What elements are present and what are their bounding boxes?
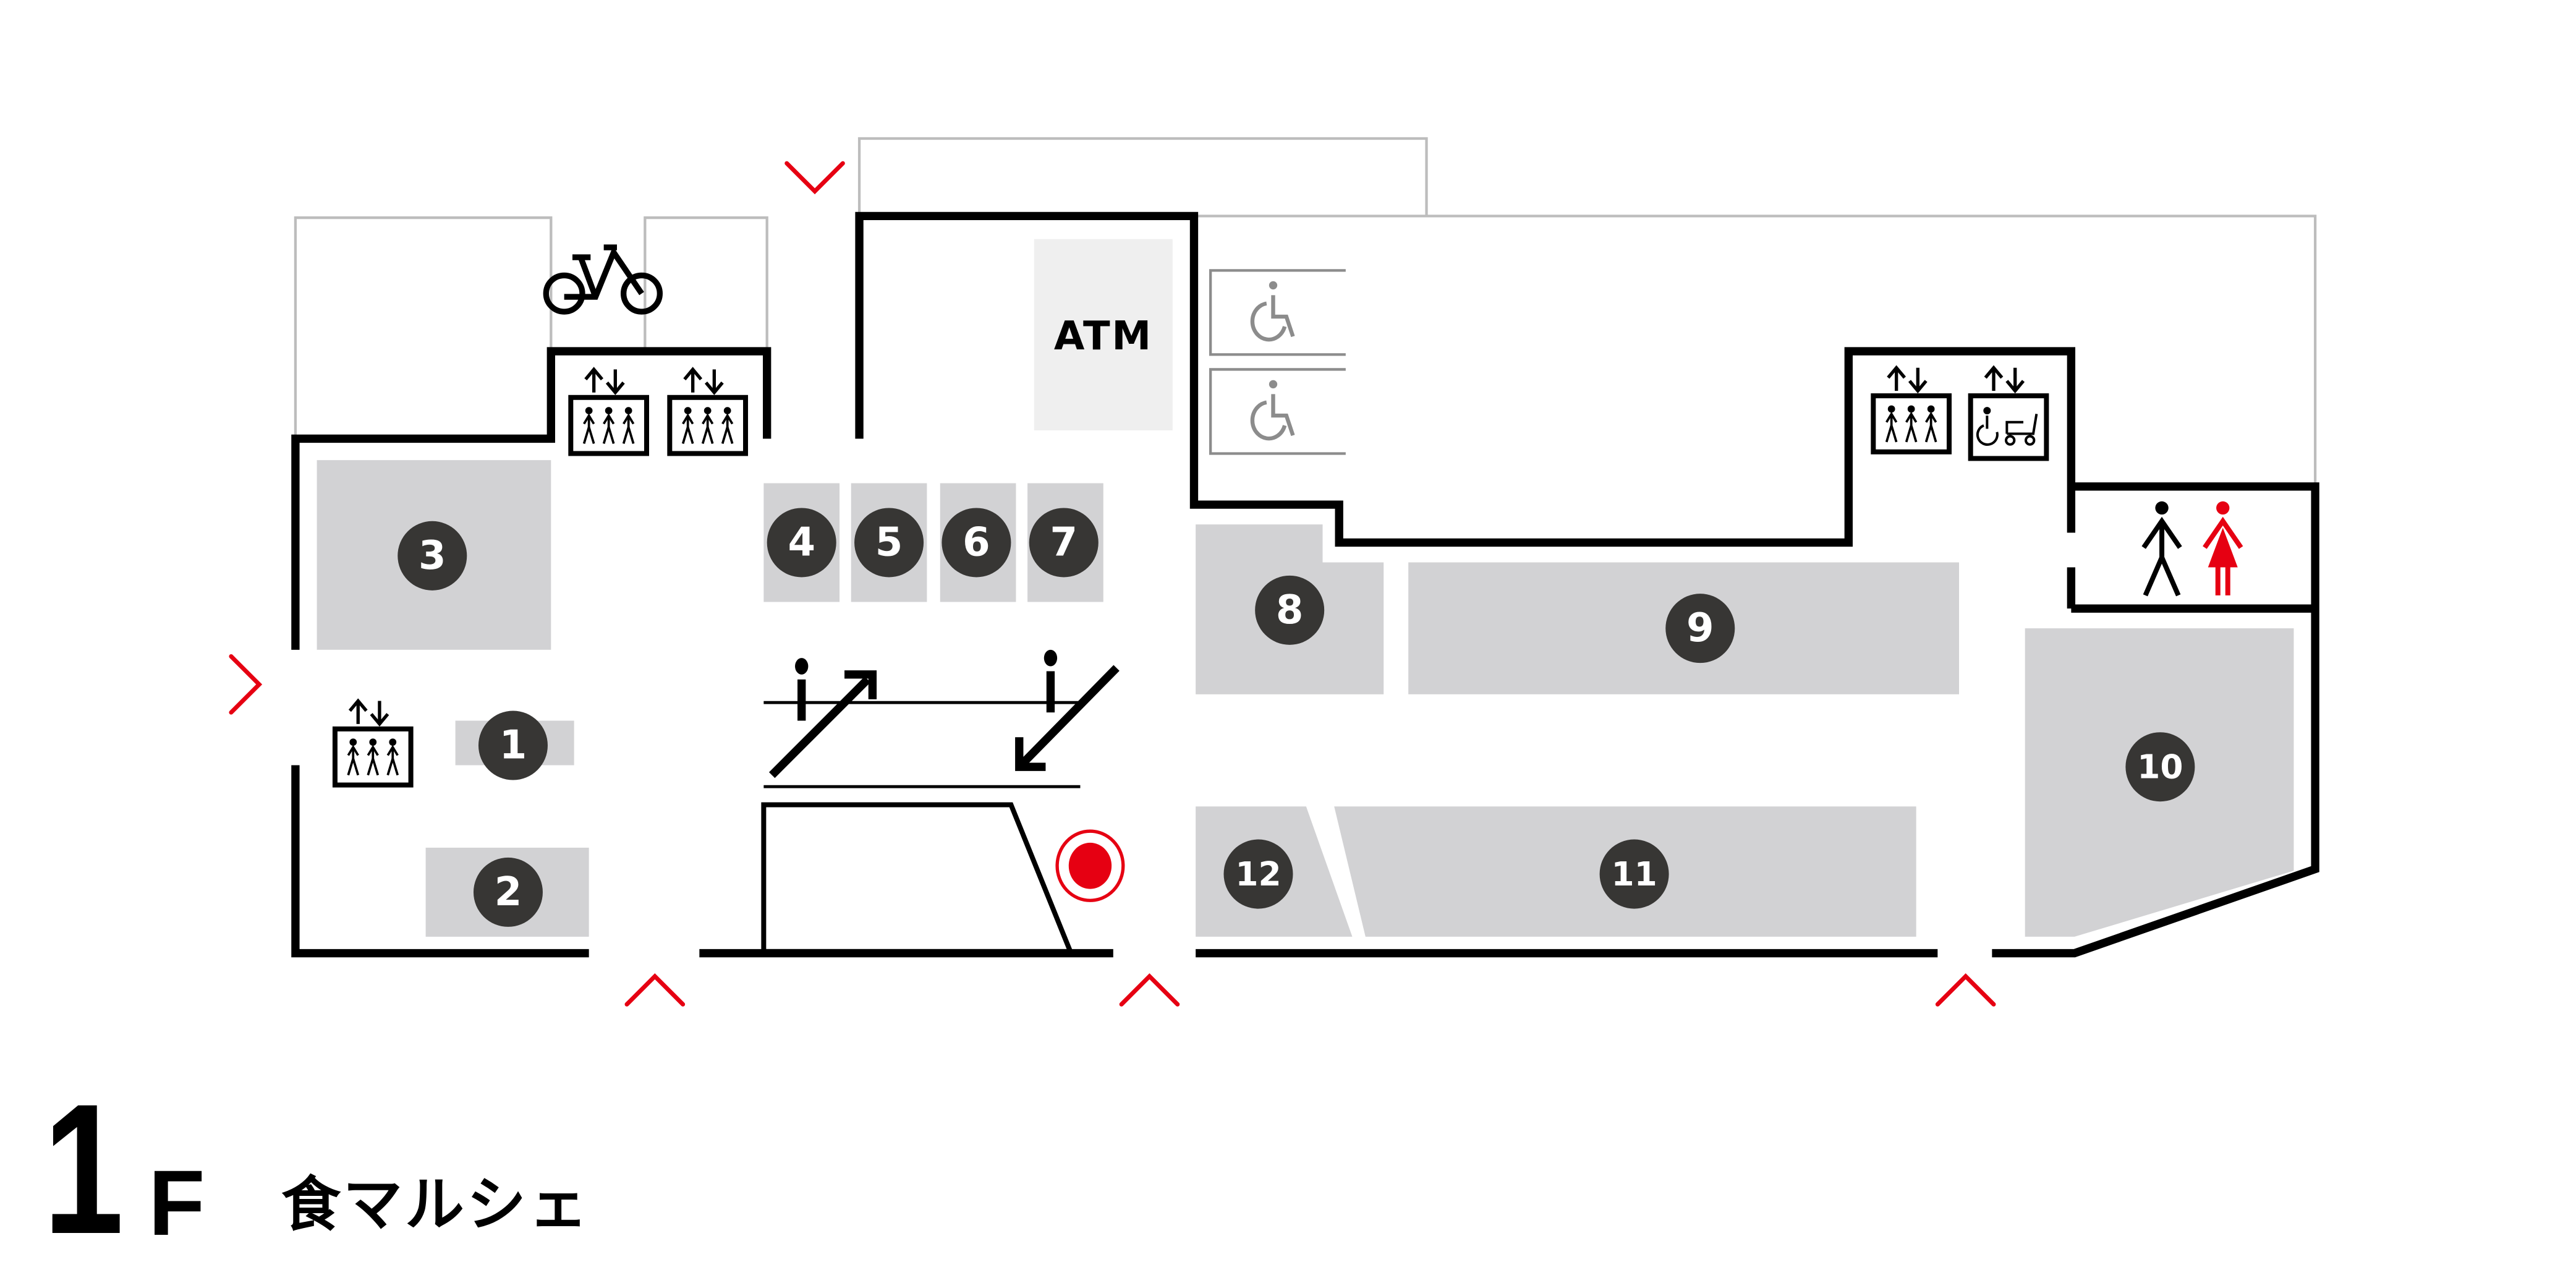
shops bbox=[317, 460, 2294, 937]
shop-badge-label: 1 bbox=[499, 723, 527, 769]
elevator-icon bbox=[571, 369, 647, 453]
shop-badge-label: 3 bbox=[419, 533, 446, 579]
shop-badge-label: 5 bbox=[875, 519, 903, 565]
accessible-parking-icon bbox=[1250, 380, 1295, 441]
shop-badge-label: 4 bbox=[788, 519, 815, 565]
shop-badge-3[interactable]: 3 bbox=[397, 521, 467, 591]
entrance-icon[interactable] bbox=[624, 973, 686, 1007]
shop-badge-label: 2 bbox=[495, 869, 522, 915]
entrance-icon[interactable] bbox=[1119, 973, 1180, 1007]
shop-badge-12[interactable]: 12 bbox=[1223, 839, 1293, 909]
shop-badge-11[interactable]: 11 bbox=[1599, 839, 1669, 909]
shop-badge-4[interactable]: 4 bbox=[767, 508, 836, 578]
entrance-icon[interactable] bbox=[784, 161, 845, 195]
shop-badge-label: 9 bbox=[1686, 605, 1714, 651]
entrances bbox=[229, 161, 1996, 1007]
exterior-outline-bike bbox=[644, 216, 768, 352]
shop-badge-label: 7 bbox=[1050, 519, 1078, 565]
floor-suffix: F bbox=[148, 1151, 205, 1255]
escalator-up-icon[interactable] bbox=[768, 658, 877, 778]
shop-badges: 1 2 3 4 5 6 7 8 9 10 11 12 bbox=[397, 508, 2195, 927]
shop-badge-1[interactable]: 1 bbox=[478, 710, 548, 780]
restroom-icon bbox=[2141, 501, 2243, 597]
current-location-icon bbox=[1055, 829, 1125, 902]
parking-space-2 bbox=[1209, 368, 1346, 455]
shop-badge-label: 12 bbox=[1235, 855, 1281, 893]
elevator-icon bbox=[670, 369, 746, 453]
restroom-male-icon bbox=[2141, 501, 2182, 597]
wall-east bbox=[1992, 482, 2319, 958]
shop-badge-2[interactable]: 2 bbox=[473, 857, 543, 927]
shop-badge-label: 10 bbox=[2137, 748, 2183, 787]
accessible-parking bbox=[1209, 269, 1346, 455]
elevator-icon bbox=[1873, 368, 1949, 452]
parking-space-1 bbox=[1209, 269, 1346, 356]
shop-badge-9[interactable]: 9 bbox=[1665, 594, 1735, 663]
wall-north-west bbox=[291, 347, 772, 650]
accessible-elevator-icon bbox=[1968, 365, 2049, 461]
shop-badge-label: 6 bbox=[963, 519, 990, 565]
walls bbox=[291, 211, 2319, 958]
shop-badge-8[interactable]: 8 bbox=[1255, 575, 1325, 645]
atm-label: ATM bbox=[1054, 313, 1153, 359]
bicycle-parking-icon bbox=[543, 244, 663, 315]
atm-area bbox=[1034, 239, 1173, 431]
shop-badge-6[interactable]: 6 bbox=[942, 508, 1011, 578]
escalator-outline bbox=[761, 802, 1074, 954]
escalator-down-icon[interactable] bbox=[1015, 649, 1120, 771]
wall-south-west bbox=[291, 765, 589, 958]
exterior-outline-left bbox=[294, 216, 553, 439]
wall-north-center bbox=[855, 211, 2076, 547]
floor-number: 1 bbox=[43, 1065, 124, 1273]
shop-badge-label: 11 bbox=[1611, 855, 1657, 893]
shop-badge-7[interactable]: 7 bbox=[1029, 508, 1099, 578]
escalator-area bbox=[761, 649, 1120, 954]
restroom-female-icon bbox=[2203, 501, 2243, 595]
entrance-icon[interactable] bbox=[1935, 973, 1996, 1007]
shop-badge-5[interactable]: 5 bbox=[854, 508, 924, 578]
floor-name: 食マルシェ bbox=[281, 1170, 590, 1239]
shop-badge-10[interactable]: 10 bbox=[2125, 732, 2195, 802]
exterior-outline-top bbox=[857, 137, 1428, 216]
atm[interactable]: ATM bbox=[1034, 239, 1173, 431]
entrance-icon[interactable] bbox=[229, 654, 263, 715]
elevator-icon bbox=[335, 701, 411, 785]
exterior-outline-right bbox=[1194, 215, 2317, 487]
shop-badge-label: 8 bbox=[1276, 587, 1304, 633]
accessible-parking-icon bbox=[1250, 281, 1295, 342]
